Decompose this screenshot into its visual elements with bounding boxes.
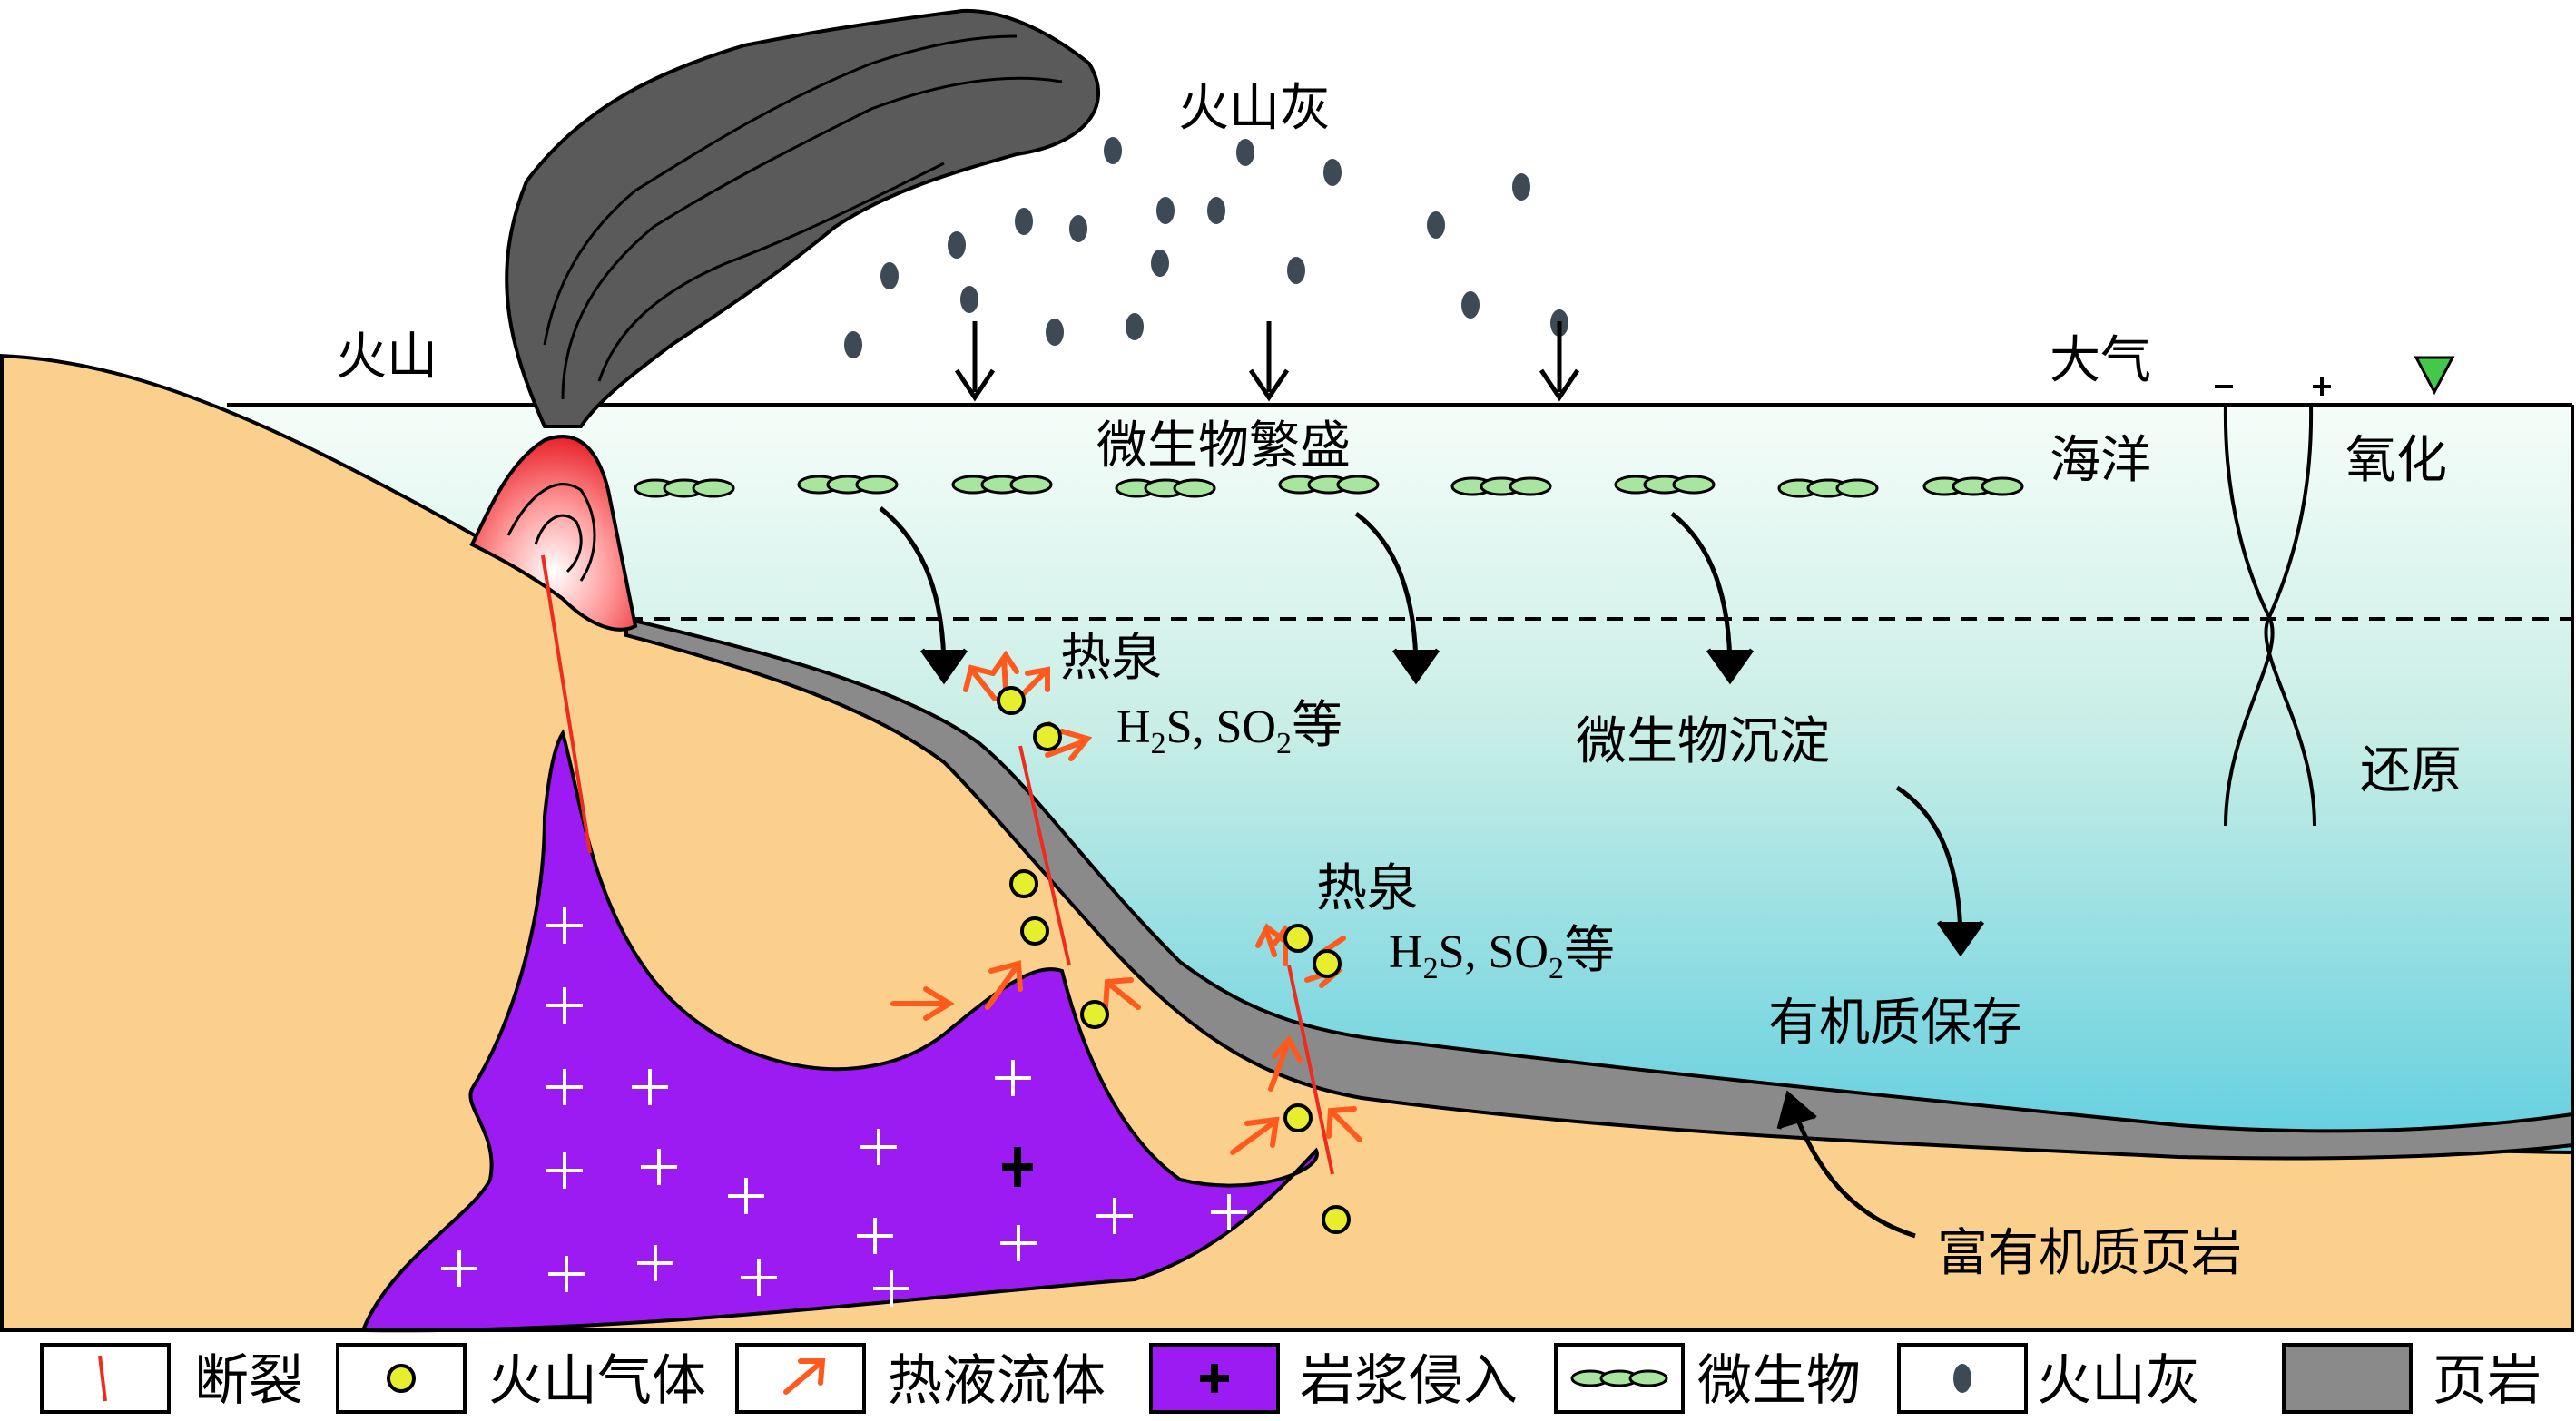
microbe-icon — [1570, 1369, 1668, 1387]
volcanic-gas-icon — [387, 1364, 416, 1393]
legend: 断裂 火山气体 热液流体 岩浆侵入 微生物 火山灰 页岩 — [40, 1343, 2542, 1414]
legend-label: 页岩 — [2433, 1349, 2542, 1413]
oxygen-marker-icon — [2414, 356, 2455, 396]
magma-intrusion — [360, 729, 1319, 1333]
volcanic-ash-icon — [1953, 1364, 1971, 1393]
ash-plume — [505, 8, 1101, 428]
volcanic-ash-particles — [844, 137, 1568, 358]
legend-label: 断裂 — [194, 1349, 303, 1413]
ocean-label: 海洋 — [2050, 431, 2151, 490]
redox-curves — [2215, 377, 2331, 827]
volcano-cone — [469, 435, 638, 632]
legend-label: 火山气体 — [488, 1349, 706, 1413]
microbes — [634, 475, 2024, 498]
fault-line-icon — [98, 1355, 107, 1402]
microbe-sedimentation-label: 微生物沉淀 — [1576, 712, 1830, 771]
magma-crosses — [441, 907, 1247, 1307]
sedimentation-arrows — [879, 506, 1985, 1239]
legend-label: 热液流体 — [888, 1349, 1106, 1413]
hot-spring-label: 热泉 — [1316, 859, 1418, 918]
gas-formula-label: H2S, SO2等 — [1389, 923, 1615, 985]
fault-line — [1018, 745, 1071, 966]
legend-label: 火山灰 — [2037, 1349, 2200, 1413]
gas-formula-label: H2S, SO2等 — [1116, 698, 1342, 760]
legend-label: 岩浆侵入 — [1300, 1349, 1518, 1413]
reduction-label: 还原 — [2360, 741, 2462, 800]
hot-spring-label: 热泉 — [1060, 629, 1162, 688]
volcano-label: 火山 — [336, 328, 438, 387]
volcanic-ash-label: 火山灰 — [1178, 79, 1331, 138]
ash-fall-arrows — [954, 321, 1580, 402]
oxidation-label: 氧化 — [2345, 431, 2447, 490]
magma-intrusion-icon — [1200, 1364, 1229, 1393]
legend-label: 微生物 — [1697, 1349, 1861, 1413]
fault-line — [541, 554, 592, 854]
organic-preservation-label: 有机质保存 — [1768, 994, 2022, 1053]
hydrothermal-arrow-icon — [783, 1358, 826, 1395]
microbe-bloom-label: 微生物繁盛 — [1096, 416, 1351, 475]
shale-icon — [2282, 1343, 2413, 1414]
magma-cross-black — [1002, 1147, 1033, 1187]
organic-rich-shale-label: 富有机质页岩 — [1937, 1224, 2242, 1283]
volcanic-gas-bubbles — [997, 686, 1351, 1234]
hydrothermal-arrows — [890, 650, 1362, 1155]
atmosphere-label: 大气 — [2050, 331, 2151, 390]
fault-line — [1287, 965, 1334, 1175]
